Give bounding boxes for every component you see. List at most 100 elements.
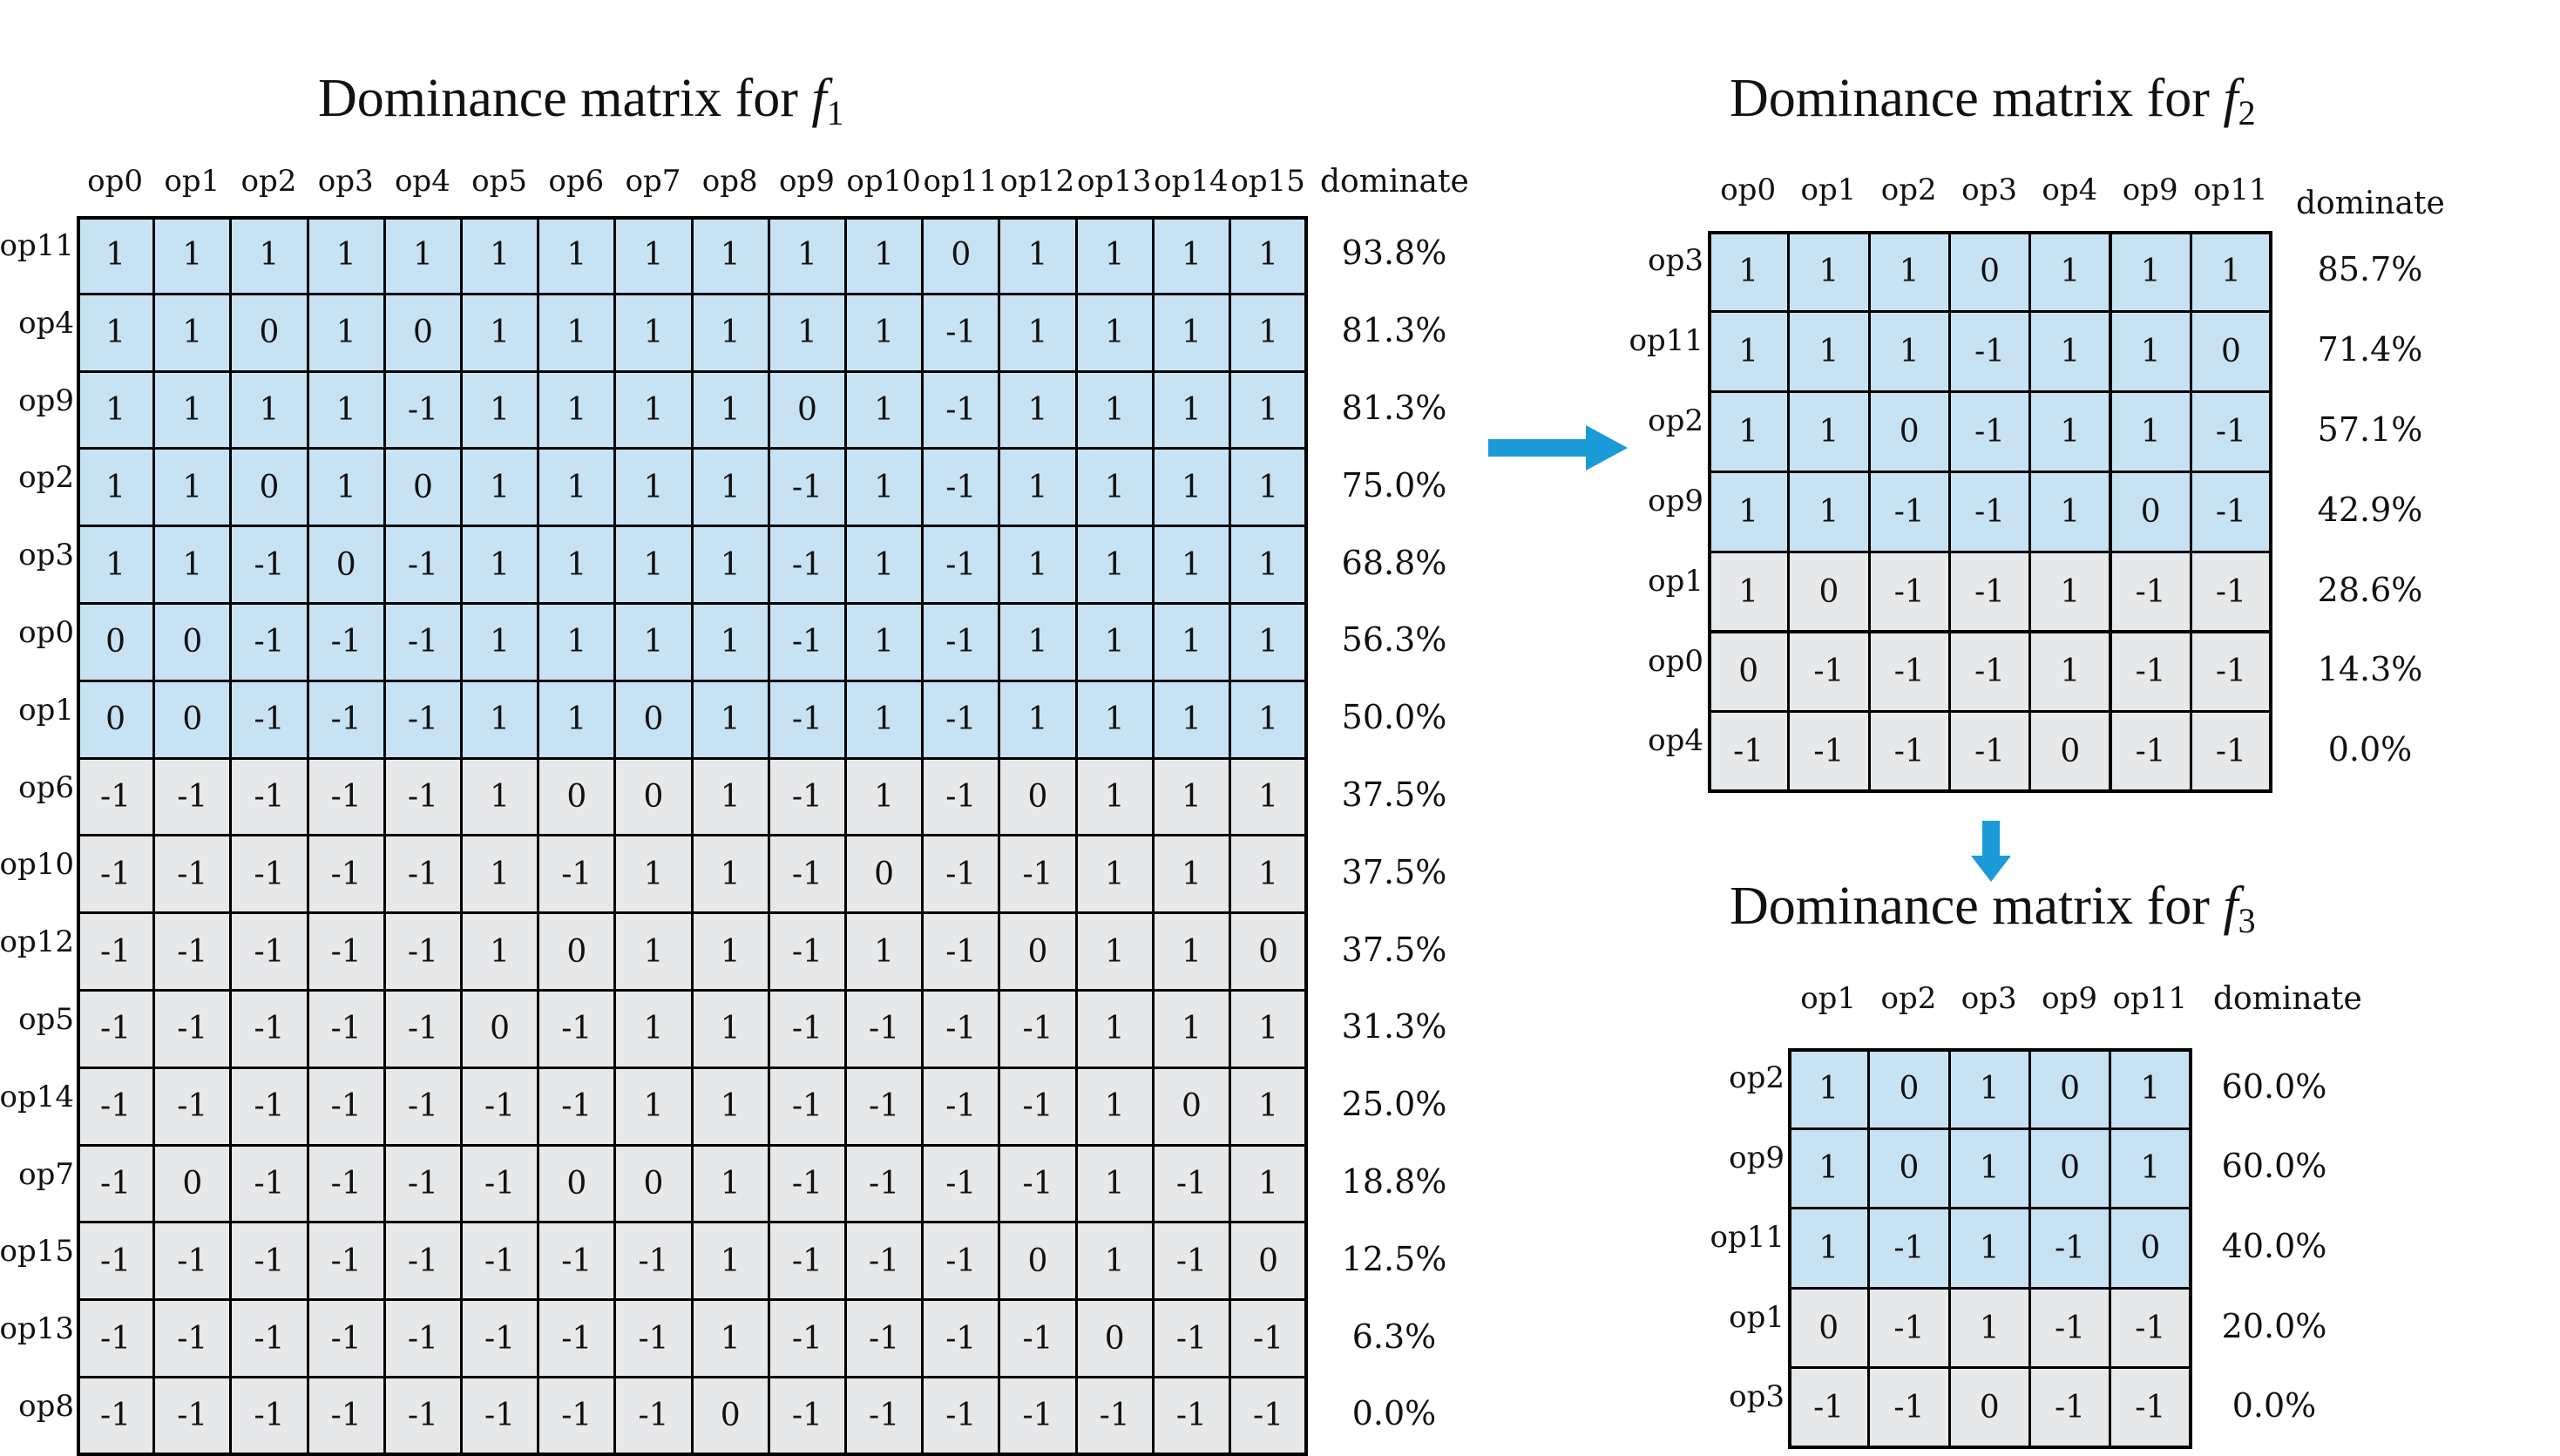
matrix-cell: 1 [999,680,1077,759]
column-header: op0 [1720,173,1777,207]
matrix-cell: -1 [845,1067,924,1146]
matrix-cell: 1 [153,293,232,372]
matrix-cell: -1 [1948,390,2031,472]
arrow-down-icon [1971,821,2011,885]
matrix-cell: -1 [383,1299,462,1378]
matrix-cell: 0 [2190,310,2272,392]
matrix-cell: -1 [768,603,846,681]
matrix-cell: -1 [768,525,846,604]
matrix-cell: 1 [691,216,769,295]
matrix-cell: -1 [768,1377,846,1455]
matrix-cell: -1 [922,757,1000,836]
matrix-cell: 1 [1229,990,1308,1068]
matrix-cell: 1 [845,912,924,991]
matrix-cell: 1 [1708,551,1790,633]
matrix-cell: 1 [1075,448,1154,527]
matrix-cell: 1 [614,912,693,991]
matrix-cell: 1 [230,370,308,450]
column-header: op1 [164,164,220,199]
matrix-cell: -1 [307,912,385,991]
matrix-cell: 1 [999,216,1077,295]
matrix-cell: -1 [383,370,462,450]
title-text: Dominance matrix for [318,69,798,128]
matrix-cell: -1 [77,1222,155,1301]
matrix-title: Dominance matrix for f1 [318,68,844,133]
matrix-cell: 1 [538,603,616,681]
matrix-cell: 1 [2029,471,2111,552]
matrix-cell: 0 [230,448,308,527]
column-header: op2 [1880,173,1937,207]
matrix-cell: 1 [1868,310,1950,392]
row-header: op1 [18,692,74,728]
matrix-cell: 1 [1152,680,1230,759]
dominate-percentage: 50.0% [1341,698,1447,737]
matrix-cell: 0 [691,1377,769,1455]
matrix-cell: -1 [1229,1299,1308,1378]
matrix-cell: -1 [768,680,846,759]
matrix-cell: 1 [768,216,846,295]
matrix-cell: -1 [1152,1299,1230,1378]
column-header: op11 [2112,981,2188,1016]
matrix-cell: 1 [1229,525,1308,604]
matrix-cell: -1 [2028,1208,2111,1289]
row-header: op3 [18,538,74,573]
matrix-cell: 1 [1075,912,1154,991]
matrix-cell: -1 [153,835,232,914]
matrix-cell: -1 [999,835,1077,914]
matrix-cell: -1 [1868,1287,1950,1369]
matrix-cell: -1 [768,835,846,914]
matrix-cell: 1 [230,216,308,295]
dominate-percentage: 60.0% [2221,1067,2327,1106]
dominate-percentage: 25.0% [1341,1085,1447,1124]
matrix-cell: -1 [307,1144,385,1223]
matrix-cell: 1 [2029,551,2111,633]
matrix-cell: -1 [77,835,155,914]
matrix-cell: 1 [307,293,385,372]
matrix-cell: 1 [614,448,693,527]
matrix-cell: 1 [1152,216,1230,295]
matrix-cell: 1 [1075,1067,1154,1146]
matrix-cell: -1 [768,448,846,527]
dominate-percentage: 37.5% [1341,852,1447,891]
matrix-cell: -1 [230,1299,308,1378]
matrix-cell: -1 [2110,631,2191,713]
row-header: op8 [18,1389,74,1424]
matrix-cell: -1 [1788,711,1870,793]
dominate-percentage: 60.0% [2221,1147,2327,1186]
matrix-cell: 1 [614,1067,693,1146]
matrix-cell: 1 [1788,1048,1870,1129]
matrix-cell: 1 [1229,293,1308,372]
matrix-cell: 1 [538,216,616,295]
dominate-percentage: 31.3% [1341,1007,1447,1046]
function-subscript: 2 [2238,93,2256,132]
matrix-cell: 0 [383,448,462,527]
matrix-cell: 1 [1788,471,1870,552]
row-header: op10 [0,847,74,883]
matrix-cell: -1 [538,1377,616,1455]
matrix-cell: 1 [307,448,385,527]
matrix-cell: -1 [1868,1367,1950,1448]
function-symbol: f [2223,877,2238,936]
column-header: op14 [1154,164,1229,199]
matrix-cell: 0 [2110,471,2191,552]
matrix-cell: -1 [2190,471,2272,552]
matrix-cell: 1 [1948,1128,2030,1209]
matrix-cell: -1 [922,1299,1000,1378]
matrix-cell: -1 [230,1144,308,1223]
matrix-cell: 0 [999,1222,1077,1301]
matrix-cell: 0 [1868,1128,1950,1209]
matrix-cell: 1 [1229,1067,1308,1146]
dominate-percentage: 56.3% [1341,620,1447,660]
matrix-cell: 1 [845,757,924,836]
matrix-cell: -1 [922,1222,1000,1301]
row-header: op9 [1648,483,1703,518]
matrix-cell: -1 [383,680,462,759]
column-header: op6 [548,164,605,199]
matrix-cell: 1 [461,525,539,604]
matrix-cell: 1 [307,370,385,450]
matrix-cell: 1 [1708,390,1790,472]
matrix-cell: 1 [691,835,769,914]
row-header: op0 [18,615,74,650]
matrix-cell: -1 [2190,711,2272,793]
matrix-cell: 0 [2028,1128,2111,1209]
